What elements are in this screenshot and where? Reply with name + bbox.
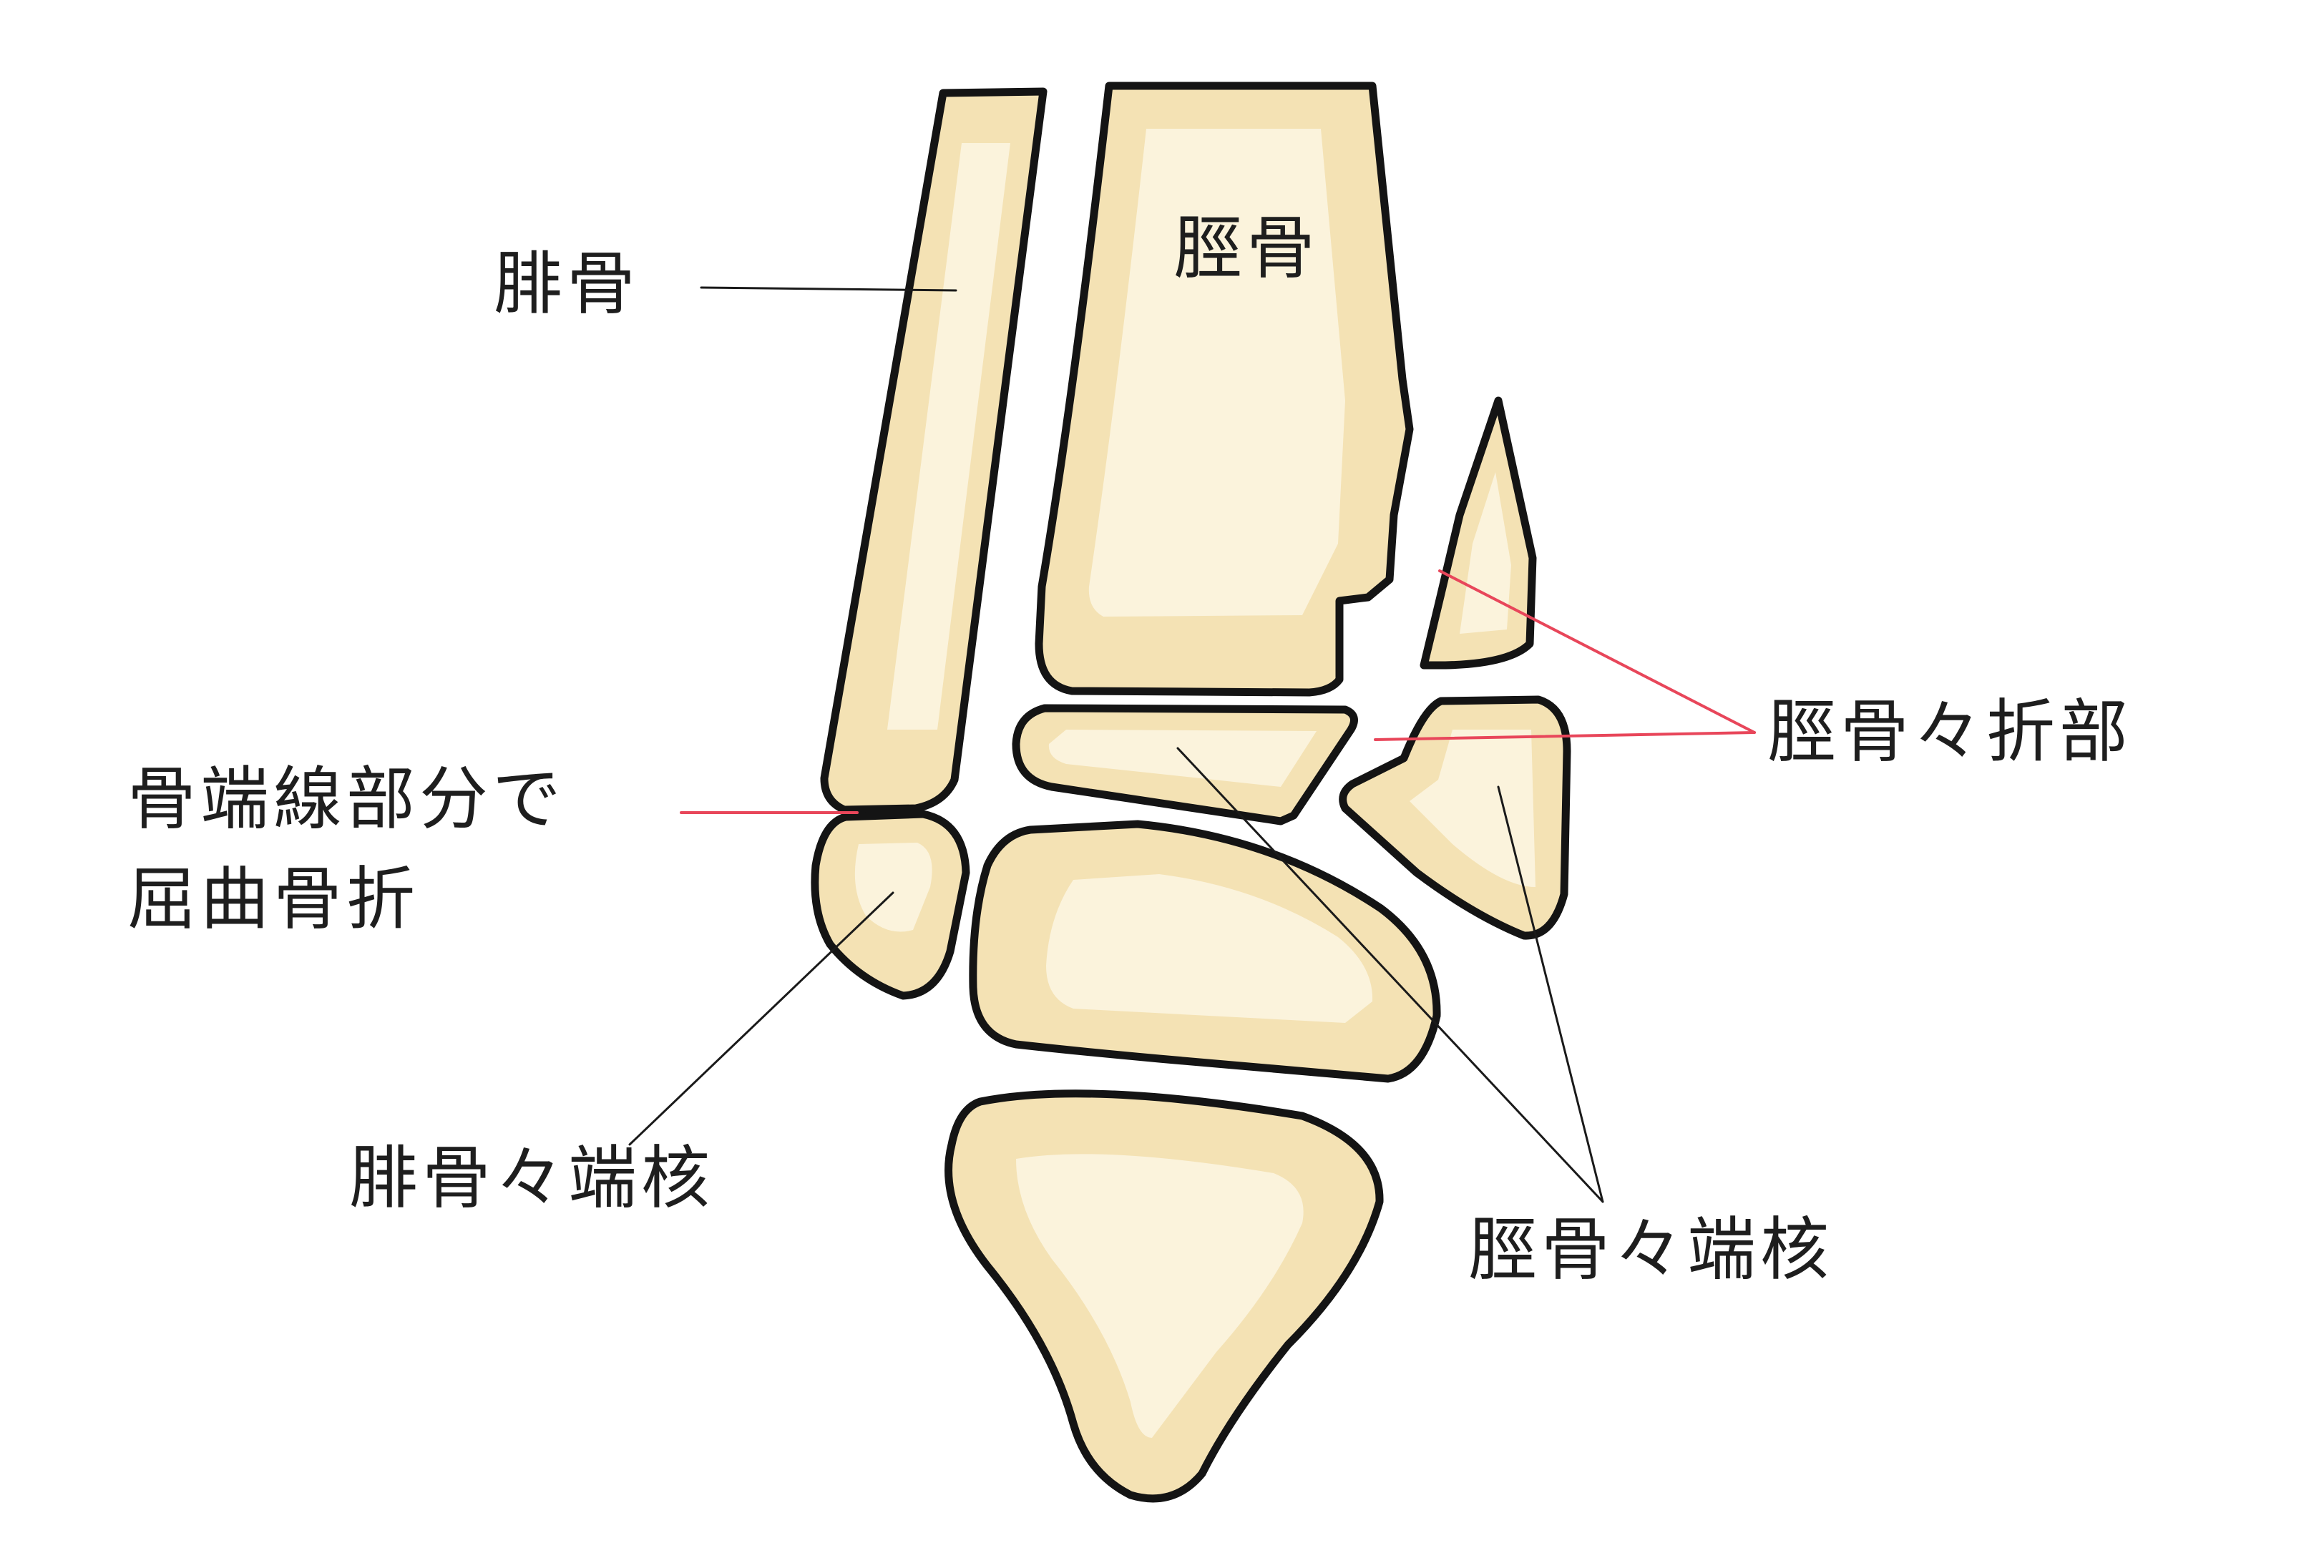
label-physis-fracture-line1: 骨端線部分で xyxy=(127,758,565,841)
label-fibula-epiphysis: 腓骨々端核 xyxy=(349,1137,714,1220)
label-tibia-fracture: 脛骨々折部 xyxy=(1767,691,2132,773)
calcaneus xyxy=(949,1094,1380,1499)
label-physis-fracture-line2: 屈曲骨折 xyxy=(127,858,419,941)
label-tibia-epiphysis: 脛骨々端核 xyxy=(1468,1209,1833,1291)
tibia-epiphysis-medial xyxy=(1343,700,1567,936)
label-tibia: 脛骨 xyxy=(1173,207,1319,290)
tibia-epiphysis-lateral xyxy=(1016,708,1354,821)
fibula-epiphysis xyxy=(815,814,966,996)
tibia-fracture-fragment-spike xyxy=(1424,401,1533,665)
label-fibula: 腓骨 xyxy=(494,243,640,325)
fibula-shaft xyxy=(824,92,1043,810)
tibia-shaft xyxy=(1039,86,1410,692)
fibula-epiphysis-leader-line xyxy=(630,893,893,1145)
